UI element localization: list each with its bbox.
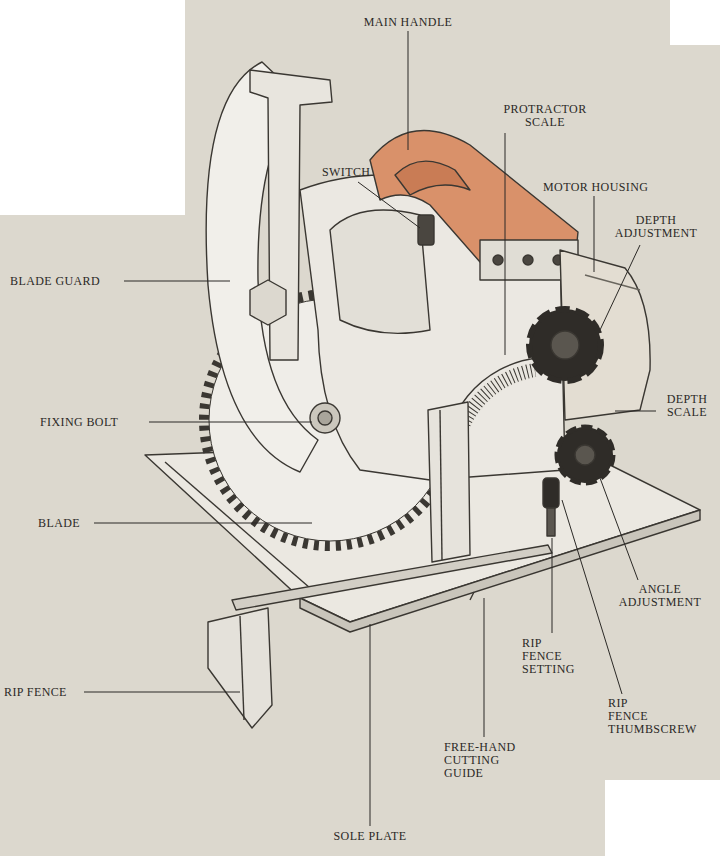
- leader-line: [615, 411, 656, 412]
- part-label: MOTOR HOUSING: [543, 181, 673, 194]
- part-label: RIP FENCE SETTING: [522, 637, 580, 676]
- part-label: MAIN HANDLE: [348, 16, 468, 29]
- fence-upright-fold: [440, 410, 442, 560]
- screw: [493, 255, 503, 265]
- leader-line: [600, 245, 640, 330]
- part-label: SWITCH: [322, 166, 392, 179]
- leader-line: [358, 182, 420, 228]
- angle-adjustment-knob: [557, 427, 613, 483]
- leader-line: [94, 523, 312, 524]
- white-corner: [0, 0, 185, 215]
- leader-line: [552, 538, 553, 633]
- screw: [523, 255, 533, 265]
- part-label: DEPTH ADJUSTMENT: [604, 214, 708, 240]
- part-label: BLADE GUARD: [10, 275, 122, 288]
- white-corner: [670, 0, 720, 45]
- handle-grip: [395, 161, 470, 195]
- knob-centre: [551, 331, 579, 359]
- fixing-bolt: [310, 403, 340, 433]
- part-label: FREE-HAND CUTTING GUIDE: [444, 741, 524, 780]
- fence-upright: [428, 402, 470, 562]
- body-panel: [330, 210, 430, 333]
- fixing-bolt-core: [318, 411, 332, 425]
- leader-line: [594, 196, 595, 272]
- part-label: BLADE: [38, 517, 94, 530]
- leader-line: [408, 31, 409, 150]
- knob-centre: [575, 445, 595, 465]
- leader-line: [124, 281, 230, 282]
- part-label: FIXING BOLT: [40, 416, 148, 429]
- guard-nut: [250, 280, 286, 325]
- leader-line: [370, 624, 371, 826]
- leader-line: [505, 133, 506, 355]
- blade-guard: [206, 62, 318, 472]
- part-label: SOLE PLATE: [320, 830, 420, 843]
- part-label: DEPTH SCALE: [658, 393, 716, 419]
- part-label: PROTRACTOR SCALE: [500, 103, 590, 129]
- rip-fence-thumbscrew: [543, 478, 559, 508]
- switch: [418, 215, 434, 245]
- leader-line: [149, 422, 312, 423]
- rip-fence-bar: [232, 545, 552, 610]
- leader-line: [600, 478, 638, 580]
- part-label: RIP FENCE THUMBSCREW: [608, 697, 670, 736]
- cutting-guide-notch: [470, 592, 474, 600]
- leader-line: [84, 692, 240, 693]
- rip-fence-fold: [240, 616, 244, 720]
- white-corner: [605, 780, 720, 856]
- thumbscrew-stem: [547, 508, 555, 536]
- rip-fence: [208, 608, 272, 728]
- depth-adjustment-knob: [529, 309, 601, 381]
- part-label: ANGLE ADJUSTMENT: [606, 583, 714, 609]
- part-label: RIP FENCE: [4, 686, 84, 699]
- leader-line: [484, 598, 485, 737]
- housing-line: [585, 275, 640, 290]
